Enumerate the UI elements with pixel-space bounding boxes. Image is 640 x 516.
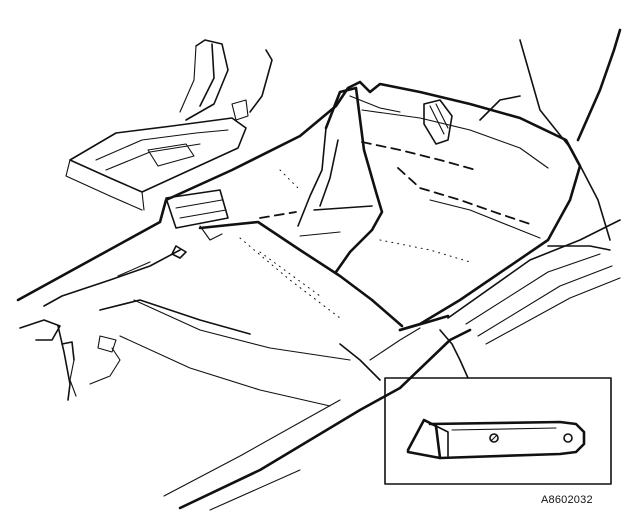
floor-carpet <box>16 80 582 332</box>
cut-line <box>398 314 469 379</box>
tool-inset <box>384 377 612 485</box>
tunnel-bracket <box>165 189 229 241</box>
left-floor-wiring <box>19 245 421 407</box>
inset-frame <box>384 377 612 485</box>
utility-knife-icon <box>406 418 586 460</box>
center-console <box>65 39 273 211</box>
door-sill <box>163 28 622 511</box>
figure-id-label: A8602032 <box>541 494 593 506</box>
